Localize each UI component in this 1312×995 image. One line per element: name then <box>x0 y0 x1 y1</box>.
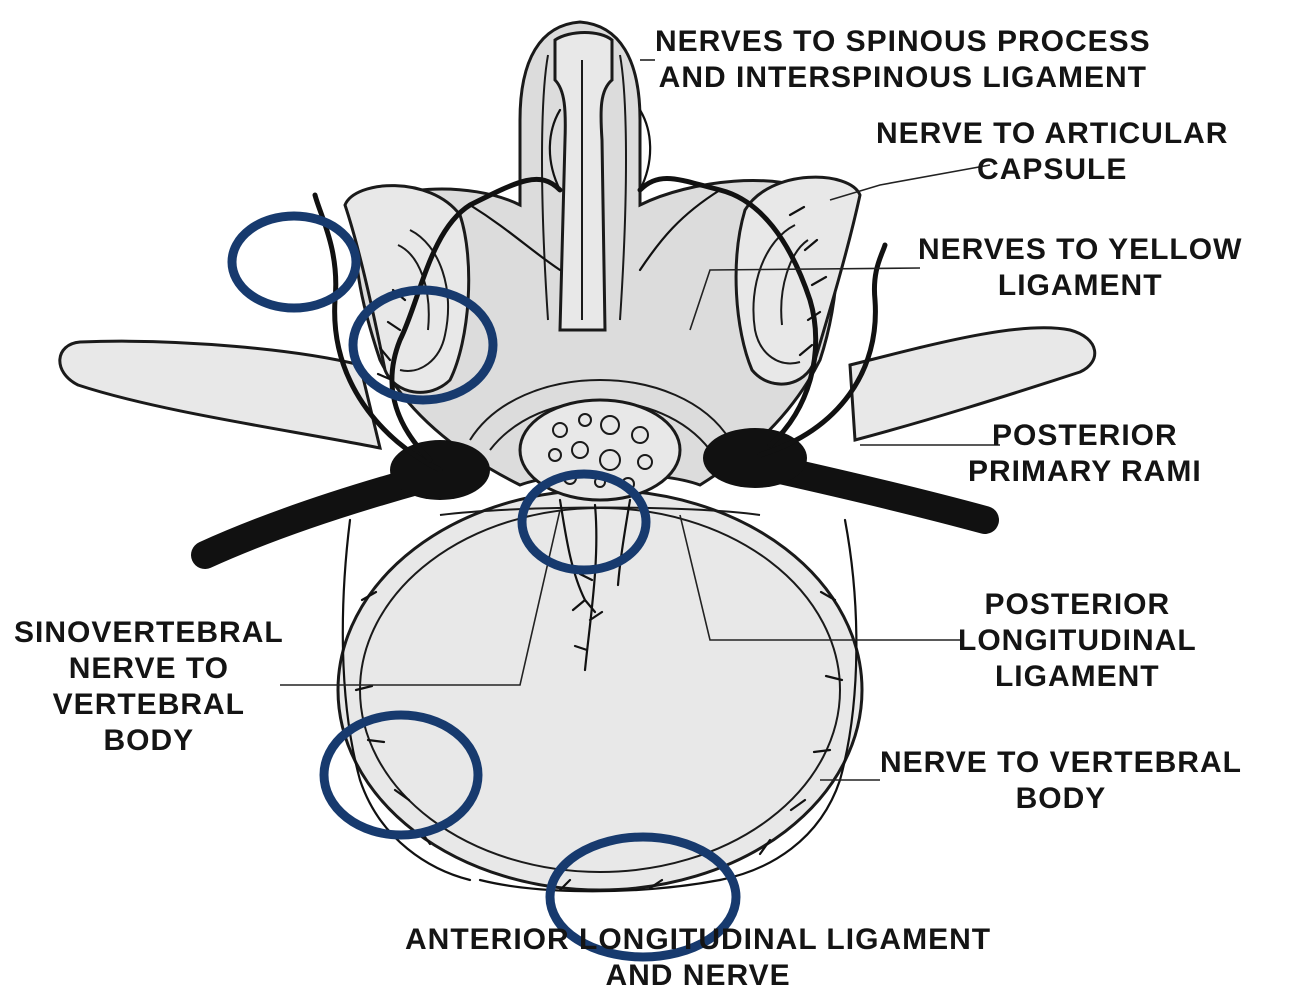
label-anterior-longitudinal-ligament: ANTERIOR LONGITUDINAL LIGAMENT AND NERVE <box>405 922 991 994</box>
label-articular-capsule: NERVE TO ARTICULAR CAPSULE <box>876 116 1228 188</box>
spinous-process <box>555 33 612 331</box>
label-posterior-primary-rami: POSTERIOR PRIMARY RAMI <box>968 418 1202 490</box>
label-nerve-to-vertebral-body: NERVE TO VERTEBRAL BODY <box>880 745 1242 817</box>
left-transverse-process <box>60 341 380 448</box>
right-spinal-nerve <box>780 470 985 520</box>
label-spinous-process: NERVES TO SPINOUS PROCESS AND INTERSPINO… <box>655 24 1151 96</box>
label-posterior-longitudinal-ligament: POSTERIOR LONGITUDINAL LIGAMENT <box>958 587 1197 695</box>
label-yellow-ligament: NERVES TO YELLOW LIGAMENT <box>918 232 1242 304</box>
label-sinovertebral-nerve: SINOVERTEBRAL NERVE TO VERTEBRAL BODY <box>14 615 284 759</box>
highlight-posterior-ramus <box>232 216 356 308</box>
left-spinal-nerve <box>205 480 420 555</box>
right-dorsal-root-ganglion <box>703 428 807 488</box>
